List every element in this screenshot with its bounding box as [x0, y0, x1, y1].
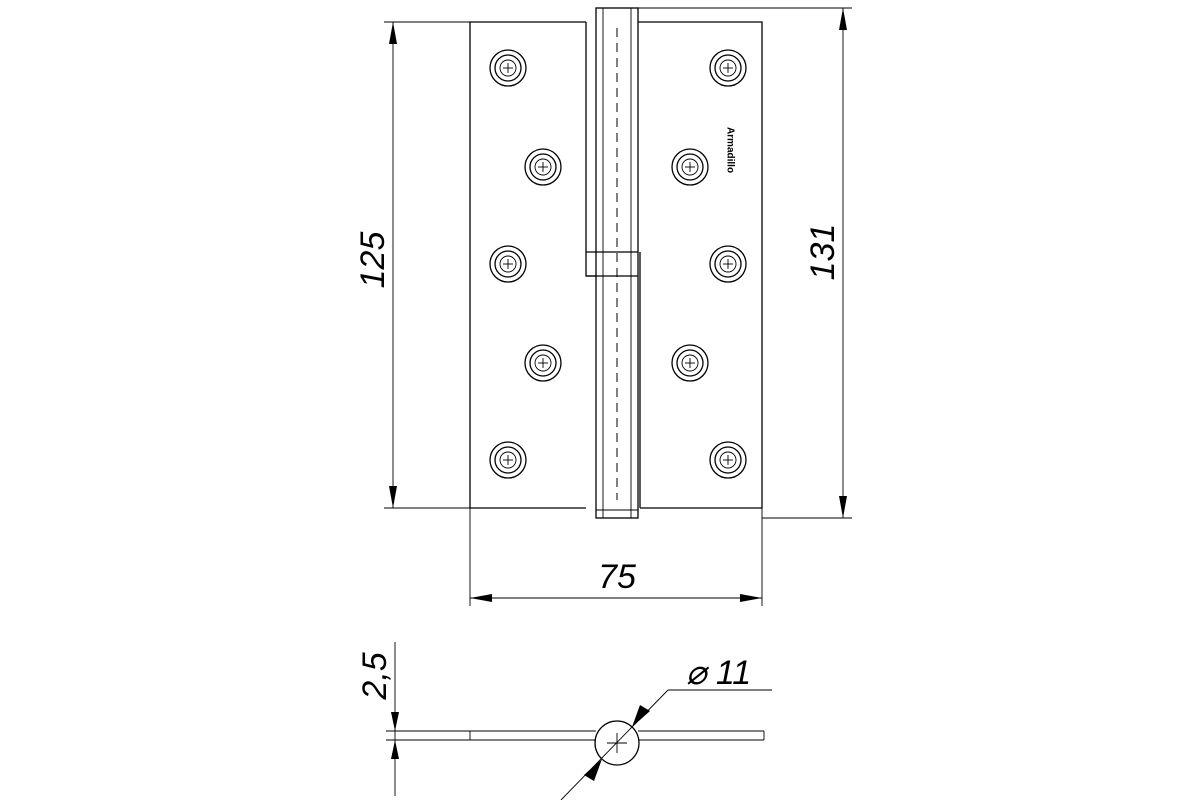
screw-hole: [709, 49, 747, 87]
screw-hole: [489, 245, 527, 283]
screw-hole: [489, 49, 527, 87]
screw-hole: [671, 344, 709, 382]
hinge-front-view: Armadillo: [469, 7, 763, 519]
dimension-label-2-5: 2,5: [356, 652, 394, 700]
knuckle-outer: [595, 7, 639, 519]
right-leaf-outline: [638, 21, 763, 509]
dimension-diameter-11: ⌀ 11: [560, 654, 772, 800]
screw-hole: [709, 245, 747, 283]
screw-hole: [709, 441, 747, 479]
dimension-label-75: 75: [598, 558, 636, 596]
dimension-2-5: 2,5: [356, 642, 399, 796]
dimension-label-125: 125: [354, 232, 392, 289]
screw-hole: [489, 441, 527, 479]
screw-hole: [671, 148, 709, 186]
brand-mark: Armadillo: [724, 127, 735, 173]
dimension-label-diameter-11: ⌀ 11: [686, 654, 751, 692]
screw-hole: [524, 344, 562, 382]
dimension-125: 125: [354, 21, 470, 509]
hinge-side-view: [386, 720, 765, 766]
left-leaf-outline: [469, 21, 586, 509]
left-leaf-inner-edge: [585, 22, 596, 277]
knuckle-section: [594, 720, 640, 766]
screw-holes: [489, 49, 747, 479]
dimension-75: 75: [469, 508, 763, 606]
dimension-label-131: 131: [804, 224, 842, 281]
dimension-131: 131: [638, 7, 852, 519]
screw-hole: [524, 148, 562, 186]
